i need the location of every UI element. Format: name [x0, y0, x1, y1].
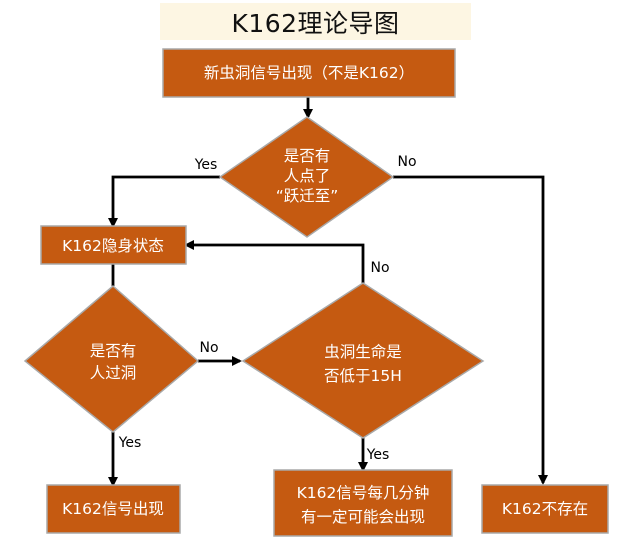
node-decision-jump-line-2: 人点了 — [284, 167, 331, 185]
node-start-box — [162, 48, 456, 98]
edge-label-traversed-yes: Yes — [118, 435, 142, 451]
node-stealth: K162隐身状态 — [40, 225, 187, 265]
node-start-label: 新虫洞信号出现（不是K162） — [204, 64, 414, 82]
node-stealth-label: K162隐身状态 — [62, 237, 164, 255]
node-stealth-box — [40, 225, 187, 265]
node-decision-traversed-line-1: 是否有 — [90, 342, 137, 360]
edge-label-life-yes: Yes — [366, 447, 390, 463]
node-signal-appears-box — [46, 484, 181, 534]
node-decision-life-shape — [241, 282, 485, 439]
node-signal-maybe-line-1: K162信号每几分钟 — [297, 484, 430, 502]
node-signal-appears-label: K162信号出现 — [62, 500, 164, 518]
node-decision-jump: 是否有 人点了 “跃迁至” — [218, 116, 395, 238]
node-decision-jump-line-1: 是否有 — [284, 147, 331, 165]
edge-jump-yes — [108, 175, 220, 228]
edge-jump-no — [393, 175, 548, 485]
node-signal-appears: K162信号出现 — [46, 484, 181, 534]
node-decision-jump-line-3: “跃迁至” — [276, 187, 339, 205]
node-start: 新虫洞信号出现（不是K162） — [162, 48, 456, 98]
node-not-exist-label: K162不存在 — [502, 500, 588, 518]
node-not-exist: K162不存在 — [481, 484, 609, 534]
node-decision-life: 虫洞生命是 否低于15H — [241, 282, 485, 439]
edges — [108, 97, 548, 487]
edge-label-jump-yes: Yes — [194, 157, 218, 173]
node-decision-life-line-1: 虫洞生命是 — [324, 343, 402, 361]
node-signal-maybe: K162信号每几分钟 有一定可能会出现 — [273, 469, 453, 537]
node-not-exist-box — [481, 484, 609, 534]
edge-label-life-no: No — [370, 260, 389, 276]
diagram-title: K162理论导图 — [231, 8, 400, 38]
edge-label-jump-no: No — [397, 154, 416, 170]
title-bar: K162理论导图 — [160, 3, 471, 40]
node-decision-traversed-line-2: 人过洞 — [90, 364, 137, 382]
node-signal-maybe-box — [273, 469, 453, 537]
node-decision-jump-shape — [218, 116, 395, 238]
edge-life-no — [184, 240, 365, 283]
node-decision-traversed: 是否有 人过洞 — [23, 285, 200, 433]
node-decision-life-line-2: 否低于15H — [324, 367, 402, 385]
edge-label-traversed-no: No — [199, 340, 218, 356]
node-signal-maybe-line-2: 有一定可能会出现 — [301, 508, 425, 526]
node-decision-traversed-shape — [23, 285, 200, 433]
